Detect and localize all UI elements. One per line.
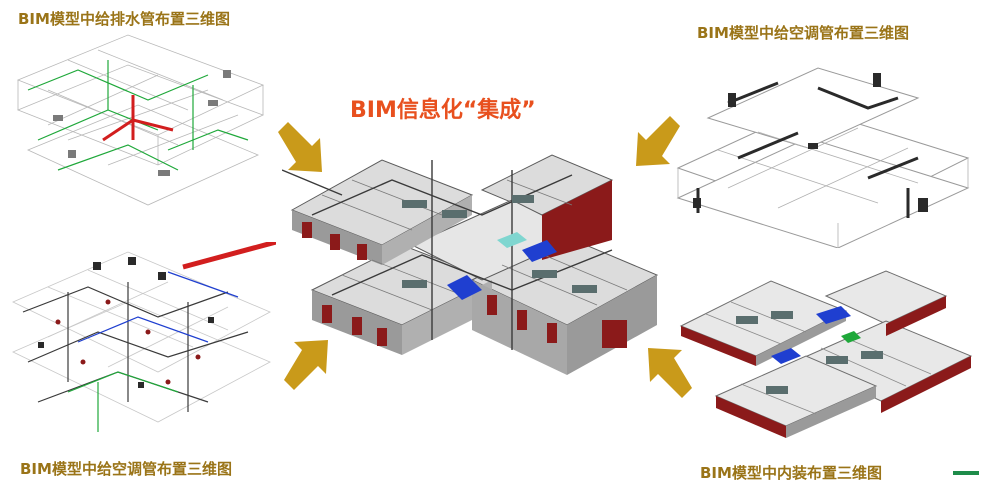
page-title: BIM信息化“集成” <box>350 98 536 123</box>
caption-hvac-top: BIM模型中给空调管布置三维图 <box>697 24 909 42</box>
caption-interior: BIM模型中内装布置三维图 <box>700 464 882 482</box>
arrow-bottom-left-icon <box>284 340 328 390</box>
plumbing-model-image <box>16 34 265 206</box>
hvac-model-top-image <box>676 67 970 248</box>
interior-model-image <box>679 270 973 438</box>
caption-hvac-bottom: BIM模型中给空调管布置三维图 <box>20 460 232 478</box>
hvac-model-bottom-image <box>12 242 276 432</box>
arrow-top-left-icon <box>278 122 322 172</box>
arrow-top-right-icon <box>636 116 680 166</box>
corner-accent-mark <box>953 471 979 475</box>
caption-plumbing: BIM模型中给排水管布置三维图 <box>18 10 230 28</box>
integrated-model-image <box>282 154 659 375</box>
arrow-bottom-right-icon <box>648 348 692 398</box>
